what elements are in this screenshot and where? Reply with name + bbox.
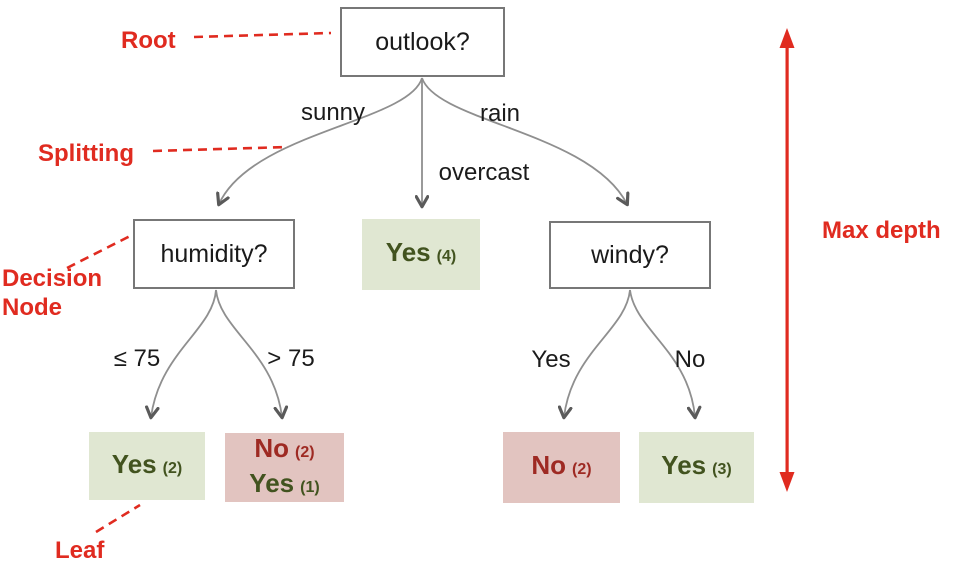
leaf-pointer-line <box>95 503 141 534</box>
leaf-sunny-le75: Yes(2) <box>89 432 205 500</box>
node-outlook-label: outlook? <box>375 27 470 56</box>
edge-label-le-75: ≤ 75 <box>113 345 161 372</box>
leaf-value: Yes(3) <box>661 450 732 480</box>
edge-label-windy-no: No <box>674 346 706 373</box>
max-depth-arrow-top <box>779 28 795 48</box>
edge-label-windy-yes: Yes <box>531 346 571 373</box>
root-pointer-line <box>193 31 332 39</box>
leaf-value: Yes(2) <box>111 448 183 479</box>
leaf-sunny-gt75: No(2) Yes(1) <box>225 433 344 502</box>
node-humidity: humidity? <box>133 219 295 289</box>
decision-node-pointer-line <box>66 230 139 270</box>
leaf-windy-no: Yes(3) <box>639 432 754 503</box>
leaf-windy-yes: No(2) <box>503 432 620 503</box>
edge-outlook-humidity <box>219 77 423 204</box>
annotation-root: Root <box>121 27 176 54</box>
edge-label-rain: rain <box>479 100 521 127</box>
leaf-value: No(2) <box>254 432 315 463</box>
leaf-value: Yes(4) <box>385 237 457 267</box>
annotation-splitting: Splitting <box>38 140 134 167</box>
node-windy: windy? <box>549 221 711 289</box>
node-windy-label: windy? <box>591 240 669 269</box>
annotation-max-depth: Max depth <box>822 217 941 244</box>
node-humidity-label: humidity? <box>160 239 268 268</box>
annotation-decision-node: Decision Node <box>2 265 103 321</box>
splitting-pointer-line <box>152 145 289 153</box>
edge-label-sunny: sunny <box>300 99 366 126</box>
leaf-value: Yes(1) <box>249 467 320 498</box>
edge-label-gt-75: > 75 <box>267 345 315 372</box>
max-depth-arrow-bottom <box>779 472 795 492</box>
annotation-leaf: Leaf <box>55 537 105 564</box>
node-outlook: outlook? <box>340 7 505 77</box>
leaf-overcast: Yes(4) <box>362 219 480 290</box>
leaf-value: No(2) <box>531 450 592 480</box>
edge-label-overcast: overcast <box>438 159 530 186</box>
max-depth-arrow <box>779 28 795 492</box>
